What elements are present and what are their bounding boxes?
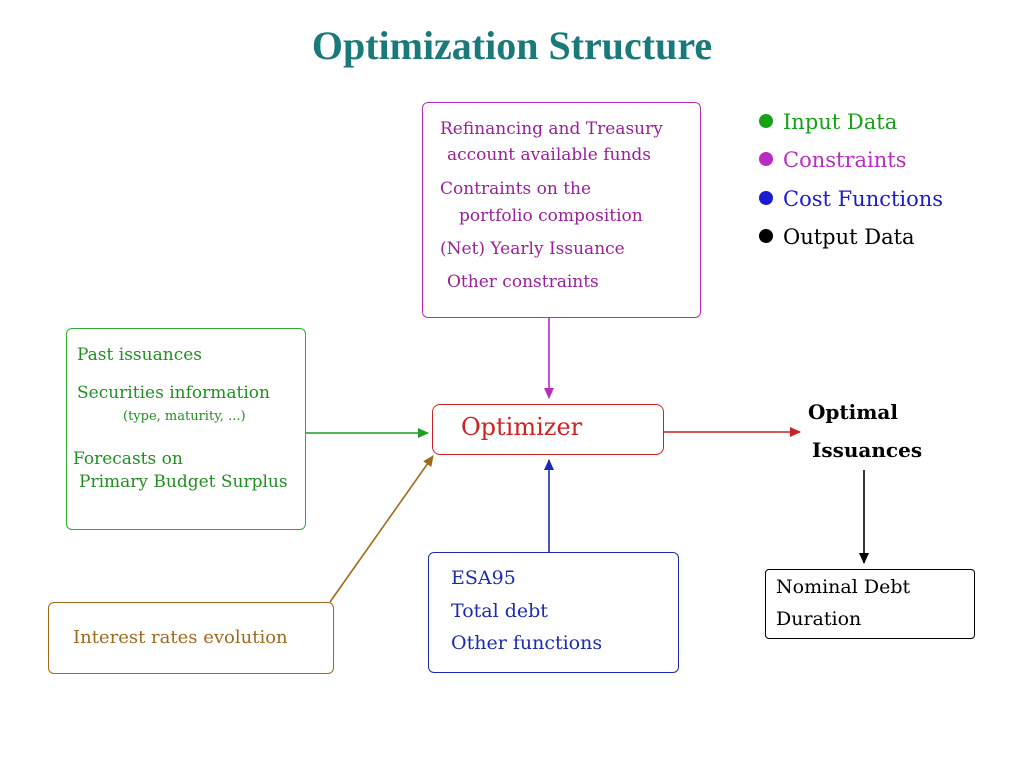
constraints-legend-dot (759, 152, 773, 166)
input-data-legend-dot (759, 114, 773, 128)
optimizer-label: Optimizer (461, 413, 583, 441)
page-title: Optimization Structure (311, 23, 713, 68)
interest-rates-label: Interest rates evolution (73, 627, 288, 648)
cost-other-functions: Other functions (451, 632, 603, 654)
result-nominal-debt: Nominal Debt (776, 576, 911, 598)
optimizer-box: Optimizer (432, 404, 664, 455)
input-forecasts-line2: Primary Budget Surplus (79, 472, 288, 492)
input-data-box: Past issuances Securities information (t… (66, 328, 306, 530)
output-data-legend-dot (759, 229, 773, 243)
constraint-portfolio-line2: portfolio composition (459, 206, 643, 226)
legend-cost-functions-label: Cost Functions (783, 187, 944, 211)
input-securities-information: Securities information (77, 383, 270, 403)
cost-esa95: ESA95 (451, 567, 516, 589)
interest-rates-box: Interest rates evolution (48, 602, 334, 674)
input-securities-detail: (type, maturity, ...) (123, 409, 246, 424)
constraints-box: Refinancing and Treasury account availab… (422, 102, 701, 318)
constraint-refinancing-line1: Refinancing and Treasury (440, 119, 663, 139)
constraint-refinancing-line2: account available funds (447, 145, 652, 165)
constraint-portfolio-line1: Contraints on the (440, 179, 592, 199)
constraint-other: Other constraints (447, 272, 599, 292)
input-past-issuances: Past issuances (77, 345, 202, 365)
cost-functions-box: ESA95 Total debt Other functions (428, 552, 679, 673)
interest-to-optimizer-arrow (329, 455, 434, 603)
legend-constraints-label: Constraints (783, 148, 907, 172)
nominal-debt-duration-box: Nominal Debt Duration (765, 569, 975, 639)
input-forecasts-line1: Forecasts on (73, 449, 183, 469)
legend-output-data-label: Output Data (783, 225, 915, 249)
optimal-issuances-line1: Optimal (808, 400, 898, 424)
constraint-yearly-issuance: (Net) Yearly Issuance (440, 239, 625, 259)
optimal-issuances-line2: Issuances (812, 438, 923, 462)
cost-functions-legend-dot (759, 191, 773, 205)
legend-input-data-label: Input Data (783, 110, 898, 134)
cost-total-debt: Total debt (451, 600, 548, 622)
result-duration: Duration (776, 608, 862, 630)
